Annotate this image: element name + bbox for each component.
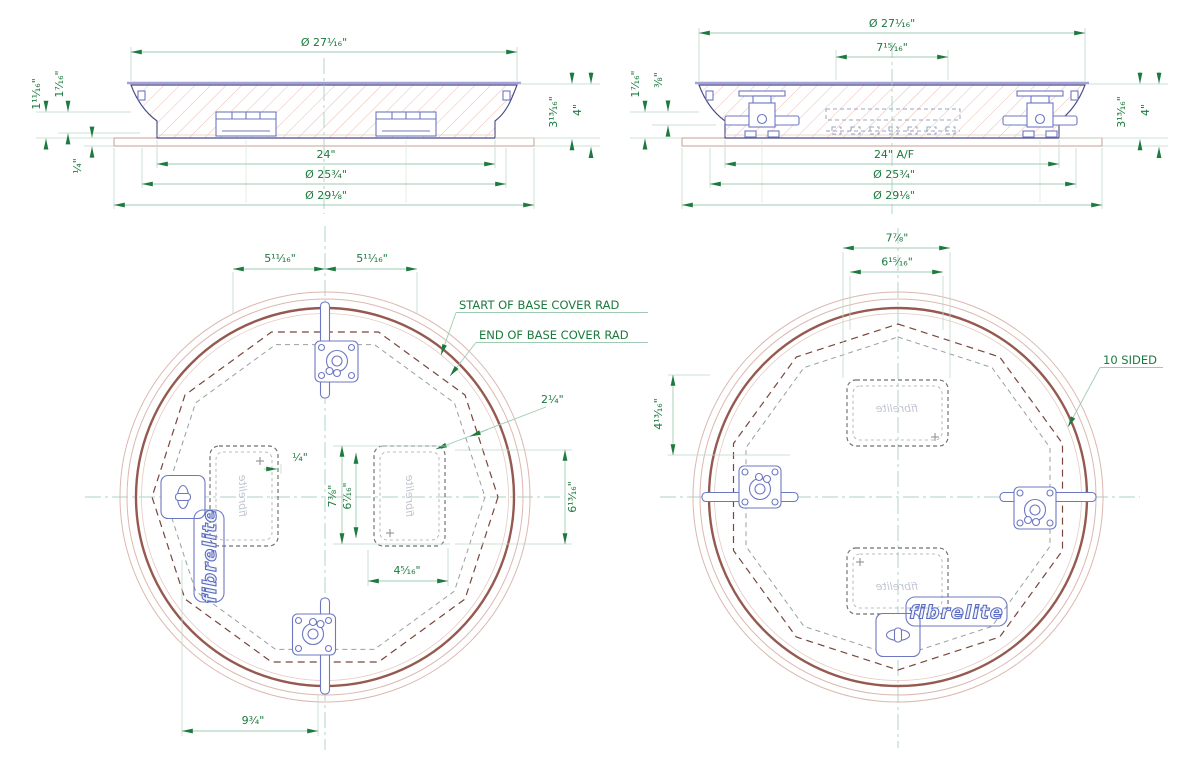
- plan-right-dimensions: 7⅞" 6¹⁵⁄₁₆" 10 SIDED 4¹³⁄₁₆": [652, 232, 1163, 456]
- id-plate: fibrelite: [846, 547, 949, 615]
- lock-fitting-right: [999, 486, 1097, 530]
- lock-assembly-section: [724, 90, 800, 138]
- base-cover-polygon-outer: [151, 331, 499, 663]
- dim-dia-29-1-8: Ø 29⅛": [305, 189, 347, 202]
- dim-4in: 4": [571, 104, 584, 116]
- callout-end-base-cover-rad: END OF BASE COVER RAD: [479, 328, 629, 342]
- corner-clip-left: [705, 90, 714, 101]
- dim-6-13-16: 6¹³⁄₁₆": [566, 481, 579, 513]
- logo-text: fibrelite: [909, 602, 1004, 624]
- outer-ring: [119, 291, 531, 703]
- dim-1-4: ¼": [292, 451, 308, 464]
- molded-logo-text: fibrelite: [875, 402, 918, 415]
- keyhole-fitting: [160, 474, 206, 520]
- plan-view-right: fibrelite fibrelite: [652, 228, 1163, 748]
- dim-3-13-16: 3¹³⁄₁₆": [1115, 96, 1128, 128]
- dim-3-13-16: 3¹³⁄₁₆": [547, 96, 560, 128]
- callout-start-base-cover-rad: START OF BASE COVER RAD: [459, 298, 619, 312]
- dim-7-7-8: 7⅞": [886, 232, 909, 245]
- callout-10-sided: 10 SIDED: [1103, 353, 1157, 367]
- dim-1-4: ¼": [71, 158, 84, 174]
- lifting-pocket: [375, 111, 437, 137]
- fibrelite-logo-horizontal: fibrelite: [905, 596, 1008, 627]
- dim-3-8: ⅜": [652, 72, 665, 88]
- corner-clip-left: [137, 90, 146, 101]
- lock-fitting-top: [314, 301, 359, 399]
- id-plate: fibrelite: [209, 445, 279, 547]
- dim-4-5-16: 4⁵⁄₁₆": [393, 564, 420, 577]
- dim-4in: 4": [1139, 104, 1152, 116]
- base-cover-decagon-outer: [732, 323, 1064, 671]
- dim-dia-27-1-16: Ø 27¹⁄₁₆": [869, 17, 915, 30]
- dim-7-3-8: 7⅜": [326, 485, 339, 508]
- outer-ring: [692, 291, 1104, 703]
- plan-view-left: fibrelite fibrelite: [85, 226, 648, 750]
- dim-dia-25-3-4: Ø 25¾": [305, 168, 347, 181]
- id-plate: fibrelite: [373, 445, 446, 547]
- dim-24: 24": [316, 148, 335, 161]
- dim-24-af: 24" A/F: [874, 148, 914, 161]
- lock-fitting-left: [701, 465, 799, 509]
- corner-clip-right: [502, 90, 511, 101]
- dim-9-3-4: 9¾": [242, 714, 265, 727]
- dim-1-7-16: 1⁷⁄₁₆": [53, 70, 66, 97]
- dim-6-7-16: 6⁷⁄₁₆": [341, 482, 354, 509]
- logo-text: fibrelite: [199, 509, 221, 604]
- dim-1-11-16: 1¹¹⁄₁₆": [30, 78, 43, 110]
- dim-7-15-16: 7¹⁵⁄₁₆": [876, 41, 908, 54]
- hidden-center-detail: [825, 108, 961, 135]
- corner-clip-right: [1070, 90, 1079, 101]
- base-cover-polygon-inner: [164, 344, 486, 650]
- lock-fitting-bottom: [291, 597, 337, 695]
- id-plate: fibrelite: [846, 379, 949, 447]
- dim-4-13-16: 4¹³⁄₁₆": [652, 398, 665, 430]
- outer-ring-2: [126, 298, 524, 696]
- base-cover-decagon-inner: [745, 336, 1051, 658]
- molded-logo-text: fibrelite: [875, 580, 918, 593]
- dim-5-11-16-right: 5¹¹⁄₁₆": [356, 252, 388, 265]
- section-view-right: Ø 27¹⁄₁₆" 7¹⁵⁄₁₆" 1⁷⁄₁₆" ⅜" 3¹³⁄₁₆" 4": [629, 17, 1168, 214]
- dim-dia-29-1-8: Ø 29⅛": [873, 189, 915, 202]
- molded-logo-text: fibrelite: [236, 474, 249, 517]
- dim-2-1-4: 2¼": [541, 393, 564, 406]
- section-right-dimensions: Ø 27¹⁄₁₆" 7¹⁵⁄₁₆" 1⁷⁄₁₆" ⅜" 3¹³⁄₁₆" 4": [629, 17, 1168, 214]
- molded-logo-text: fibrelite: [403, 474, 416, 517]
- lock-assembly-section: [1002, 90, 1078, 138]
- dim-6-15-16: 6¹⁵⁄₁₆": [881, 256, 913, 269]
- section-left-dimensions: Ø 27¹⁄₁₆" 1¹¹⁄₁₆" 1⁷⁄₁₆" ¼" 3¹³⁄₁₆" 4" 2…: [30, 36, 600, 214]
- fibrelite-logo-vertical: fibrelite: [193, 508, 225, 604]
- dim-dia-27-1-16: Ø 27¹⁄₁₆": [301, 36, 347, 49]
- lifting-pocket: [215, 111, 277, 137]
- dim-dia-25-3-4: Ø 25¾": [873, 168, 915, 181]
- section-view-left: Ø 27¹⁄₁₆" 1¹¹⁄₁₆" 1⁷⁄₁₆" ¼" 3¹³⁄₁₆" 4" 2…: [30, 36, 600, 214]
- dim-5-11-16-left: 5¹¹⁄₁₆": [264, 252, 296, 265]
- dim-1-7-16: 1⁷⁄₁₆": [629, 70, 642, 97]
- plan-left-dimensions: 5¹¹⁄₁₆" 5¹¹⁄₁₆" START OF BASE COVER RAD …: [181, 252, 648, 736]
